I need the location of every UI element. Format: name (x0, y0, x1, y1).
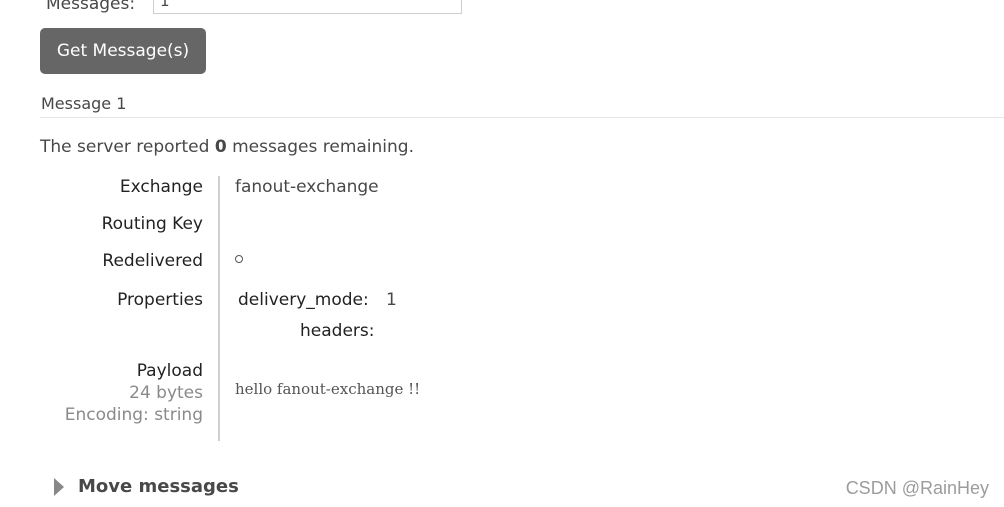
move-messages-toggle[interactable]: Move messages (54, 476, 239, 497)
property-value-delivery-mode: 1 (386, 290, 397, 310)
message-heading: Message 1 (41, 94, 127, 113)
move-messages-label[interactable]: Move messages (78, 476, 239, 497)
property-key-headers: headers: (300, 321, 375, 341)
messages-count-label: Messages: (46, 0, 136, 14)
caret-right-icon[interactable] (54, 477, 64, 496)
messages-count-input[interactable] (153, 0, 462, 14)
server-report-prefix: The server reported (40, 137, 210, 157)
payload-encoding: Encoding: string (64, 405, 203, 425)
payload-label: Payload (136, 361, 203, 381)
redelivered-indicator-icon (235, 255, 243, 263)
routing-key-label: Routing Key (101, 214, 203, 234)
server-report-suffix: messages remaining. (232, 137, 414, 157)
details-divider (218, 176, 220, 441)
remaining-count: 0 (214, 137, 227, 157)
payload-size: 24 bytes (129, 383, 203, 403)
payload-value: hello fanout-exchange !! (235, 380, 421, 398)
heading-divider (40, 117, 1004, 118)
exchange-label: Exchange (119, 177, 203, 197)
watermark: CSDN @RainHey (845, 478, 989, 498)
properties-label: Properties (117, 290, 203, 310)
server-report: The server reported 0 messages remaining… (40, 137, 414, 157)
messages-count-row: Messages: (46, 0, 135, 16)
redelivered-label: Redelivered (102, 251, 203, 271)
get-messages-button[interactable]: Get Message(s) (40, 28, 206, 74)
property-key-delivery-mode: delivery_mode: (238, 290, 369, 310)
exchange-value: fanout-exchange (235, 177, 379, 197)
